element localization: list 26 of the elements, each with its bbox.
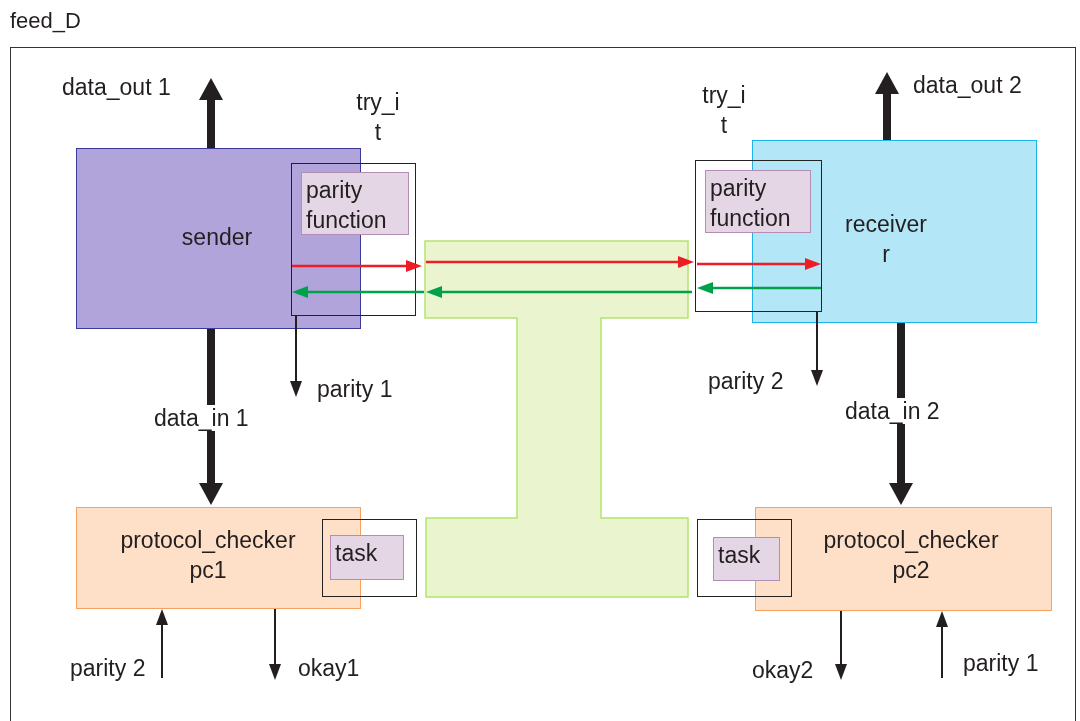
- block-label: receiver r: [845, 210, 927, 269]
- frame-label: feed_D: [10, 8, 81, 34]
- signal-label: parity 1: [315, 376, 395, 402]
- signal-label: data_out 2: [911, 72, 1024, 98]
- signal-label: parity 2: [68, 655, 148, 681]
- signal-label: parity 1: [961, 650, 1041, 676]
- signal-label: okay2: [750, 657, 816, 683]
- signal-label: data_in 1: [152, 405, 251, 431]
- block-label: protocol_checker pc1: [120, 526, 296, 585]
- function-box: parity function: [301, 172, 409, 235]
- signal-label: data_in 2: [843, 398, 942, 424]
- arrow: [876, 72, 898, 140]
- arrow: [200, 329, 222, 505]
- task-box: task: [330, 535, 404, 580]
- signal-label: data_out 1: [60, 74, 173, 100]
- task-box: task: [713, 537, 780, 581]
- port-box: [322, 519, 417, 597]
- block-label: protocol_checker pc2: [823, 526, 999, 585]
- arrow: [890, 323, 912, 505]
- port-label: try_i t: [356, 88, 400, 147]
- block-label: sender: [181, 223, 253, 252]
- signal-label: parity 2: [706, 368, 786, 394]
- arrow: [200, 78, 222, 148]
- port-label: try_i t: [702, 81, 746, 140]
- signal-label: okay1: [296, 655, 362, 681]
- function-box: parity function: [705, 170, 811, 233]
